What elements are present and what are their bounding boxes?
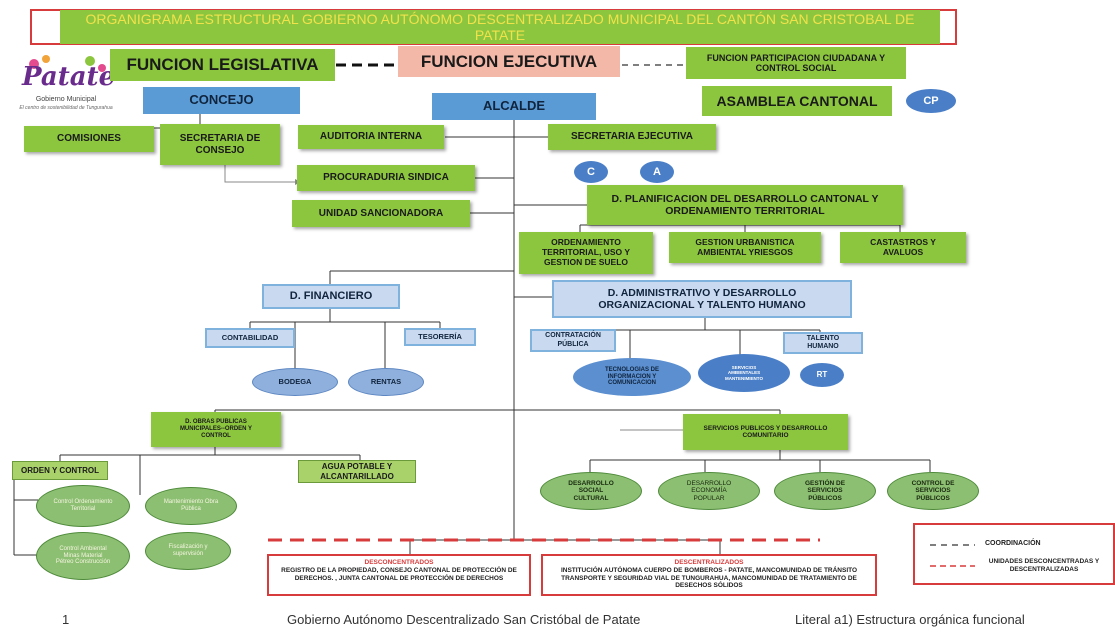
procuraduria-sindica-box: PROCURADURIA SINDICA <box>297 165 475 191</box>
c-badge: C <box>574 161 608 183</box>
contratacion-publica-box: CONTRATACIÓN PÚBLICA <box>530 329 616 352</box>
patate-logo: Patate Gobierno Municipal El centro de s… <box>18 52 116 122</box>
a-badge: A <box>640 161 674 183</box>
control-servicios-oval: CONTROL DE SERVICIOS PÚBLICOS <box>887 472 979 510</box>
orden-control-box: ORDEN Y CONTROL <box>12 461 108 480</box>
auditoria-interna-box: AUDITORIA INTERNA <box>298 125 444 149</box>
gestion-urbanistica-box: GESTION URBANISTICA AMBIENTAL YRIESGOS <box>669 232 821 263</box>
contabilidad-box: CONTABILIDAD <box>205 328 295 348</box>
unidad-sancionadora-box: UNIDAD SANCIONADORA <box>292 200 470 227</box>
descentralizados-title: DESCENTRALIZADOS <box>674 559 744 566</box>
concejo-box: CONCEJO <box>143 87 300 114</box>
alcalde-box: ALCALDE <box>432 93 596 120</box>
servicios-ambientales-oval: SERVICIOS AMBIENTALES MANTENIMIENTO <box>698 354 790 392</box>
secretaria-consejo-box: SECRETARIA DE CONSEJO <box>160 124 280 165</box>
footer-right: Literal a1) Estructura orgánica funciona… <box>795 612 1025 627</box>
legend-coordinacion: COORDINACIÓN <box>985 540 1041 547</box>
bodega-oval: BODEGA <box>252 368 338 396</box>
rentas-oval: RENTAS <box>348 368 424 396</box>
desconcentrados-text: REGISTRO DE LA PROPIEDAD, CONSEJO CANTON… <box>281 566 517 582</box>
desconcentrados-box: DESCONCENTRADOS REGISTRO DE LA PROPIEDAD… <box>267 554 531 596</box>
desarrollo-economia-oval: DESARROLLO ECONOMÍA POPULAR <box>658 472 760 510</box>
legend-unidades: UNIDADES DESCONCENTRADAS Y DESCENTRALIZA… <box>988 558 1100 574</box>
funcion-participacion: FUNCION PARTICIPACION CIUDADANA Y CONTRO… <box>686 47 906 79</box>
logo-subtitle: Gobierno Municipal <box>35 96 97 103</box>
secretaria-ejecutiva-box: SECRETARIA EJECUTIVA <box>548 124 716 150</box>
ordenamiento-box: ORDENAMIENTO TERRITORIAL, USO Y GESTION … <box>519 232 653 274</box>
descentralizados-text: INSTITUCIÓN AUTÓNOMA CUERPO DE BOMBEROS … <box>560 566 858 590</box>
talento-humano-box: TALENTO HUMANO <box>783 332 863 354</box>
descentralizados-box: DESCENTRALIZADOS INSTITUCIÓN AUTÓNOMA CU… <box>541 554 877 596</box>
page-title: ORGANIGRAMA ESTRUCTURAL GOBIERNO AUTÓNOM… <box>60 10 940 44</box>
rt-badge: RT <box>800 363 844 387</box>
control-ambiental-oval: Control Ambiental Minas Material Pétreo … <box>36 532 130 580</box>
financiero-box: D. FINANCIERO <box>262 284 400 309</box>
cp-badge: CP <box>906 89 956 113</box>
obras-publicas-box: D. OBRAS PUBLICAS MUNICIPALES--ORDEN Y C… <box>151 412 281 447</box>
agua-potable-box: AGUA POTABLE Y ALCANTARILLADO <box>298 460 416 483</box>
comisiones-box: COMISIONES <box>24 126 154 152</box>
asamblea-cantonal-box: ASAMBLEA CANTONAL <box>702 86 892 116</box>
logo-name: Patate <box>22 62 116 92</box>
tecnologias-oval: TECNOLOGIAS DE INFORMACION Y COMUNICACIO… <box>573 358 691 396</box>
footer-page-number: 1 <box>62 612 70 627</box>
control-ordenamiento-oval: Control Ordenamiento Territorial <box>36 485 130 527</box>
footer-center: Gobierno Autónomo Descentralizado San Cr… <box>287 612 641 627</box>
mantenimiento-obra-oval: Mantenimiento Obra Pública <box>145 487 237 525</box>
logo-tagline: El centro de sostenibilidad de Tungurahu… <box>19 105 113 111</box>
funcion-ejecutiva: FUNCION EJECUTIVA <box>398 46 620 77</box>
logo-flowers-icon <box>29 55 106 72</box>
catastros-box: CASTASTROS Y AVALUOS <box>840 232 966 263</box>
planificacion-box: D. PLANIFICACION DEL DESARROLLO CANTONAL… <box>587 185 903 225</box>
fiscalizacion-oval: Fiscalización y supervisión <box>145 532 231 570</box>
desconcentrados-title: DESCONCENTRADOS <box>364 559 434 566</box>
legend-box <box>913 523 1115 585</box>
tesoreria-box: TESORERÍA <box>404 328 476 346</box>
funcion-legislativa: FUNCION LEGISLATIVA <box>110 49 335 81</box>
servicios-publicos-box: SERVICIOS PUBLICOS Y DESARROLLO COMUNITA… <box>683 414 848 450</box>
desarrollo-social-oval: DESARROLLO SOCIAL CULTURAL <box>540 472 642 510</box>
administrativo-box: D. ADMINISTRATIVO Y DESARROLLO ORGANIZAC… <box>552 280 852 318</box>
gestion-servicios-oval: GESTIÓN DE SERVICIOS PÚBLICOS <box>774 472 876 510</box>
